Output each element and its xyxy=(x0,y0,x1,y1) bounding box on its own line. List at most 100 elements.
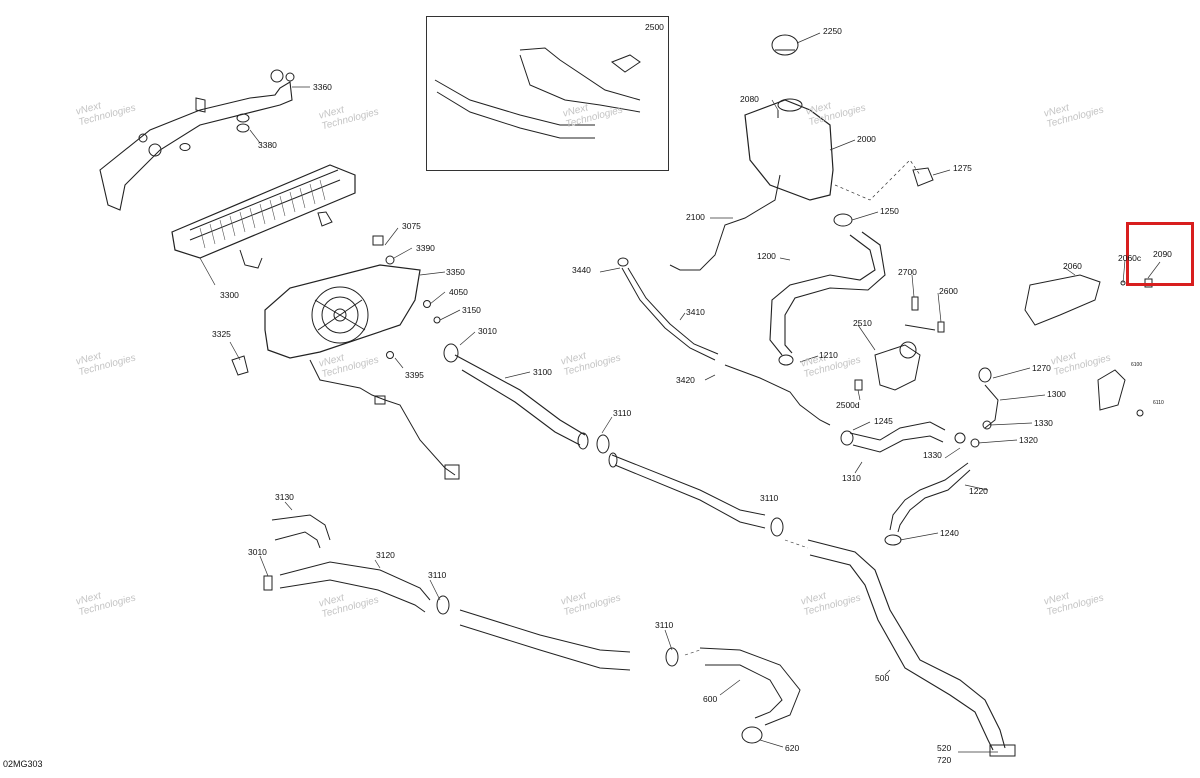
callout-6110: 6110 xyxy=(1153,400,1164,406)
tube-3420 xyxy=(724,364,831,426)
inset-label: 2500 xyxy=(645,22,664,32)
callout-3300: 3300 xyxy=(220,290,239,300)
callout-2510: 2510 xyxy=(853,318,872,328)
callout-2000: 2000 xyxy=(857,134,876,144)
hose-3100 xyxy=(443,343,589,450)
callout-2060: 2060 xyxy=(1063,261,1082,271)
hose-3120 xyxy=(279,561,431,613)
fan-assembly-3350 xyxy=(264,264,421,359)
callout-2100: 2100 xyxy=(686,212,705,222)
callout-3010: 3010 xyxy=(248,547,267,557)
dashed-assembly-lines xyxy=(684,539,809,656)
radiator-3300 xyxy=(171,164,356,269)
callout-3420: 3420 xyxy=(676,375,695,385)
clamp-1210 xyxy=(778,354,794,366)
callout-1330: 1330 xyxy=(1034,418,1053,428)
fitting-3440 xyxy=(617,257,629,267)
thermostat-housing xyxy=(874,324,936,391)
sensor-3325 xyxy=(231,355,249,376)
callout-3350: 3350 xyxy=(446,267,465,277)
callout-2500d: 2500d xyxy=(836,400,860,410)
clamp-1320 xyxy=(970,438,980,448)
clip-1275 xyxy=(912,167,934,187)
fitting-3010-b xyxy=(263,575,273,591)
clamp-3110-c xyxy=(436,595,450,615)
callout-1210: 1210 xyxy=(819,350,838,360)
bracket-2060 xyxy=(1024,274,1101,326)
washer-4050 xyxy=(423,300,431,308)
detail-inset: 2500 xyxy=(426,16,669,171)
hose-1220 xyxy=(889,462,971,533)
callout-620: 620 xyxy=(785,743,800,753)
reservoir-2000 xyxy=(744,98,834,201)
clamp-3110-b xyxy=(770,517,784,537)
hose-2100 xyxy=(669,174,781,271)
inset-hoses xyxy=(434,47,641,139)
callout-1240: 1240 xyxy=(940,528,959,538)
callout-2060c: 2060c xyxy=(1118,253,1142,263)
hose-3410 xyxy=(621,267,719,361)
callout-3130: 3130 xyxy=(275,492,294,502)
bolt-2500d xyxy=(854,379,863,391)
callout-3110: 3110 xyxy=(613,408,632,418)
nut-3395 xyxy=(386,351,394,359)
callout-1200: 1200 xyxy=(757,251,776,261)
callout-2080: 2080 xyxy=(740,94,759,104)
clamp-3110-d xyxy=(665,647,679,667)
callout-3440: 3440 xyxy=(572,265,591,275)
callout-2600: 2600 xyxy=(939,286,958,296)
callout-600: 600 xyxy=(703,694,718,704)
clamp-1270 xyxy=(978,367,992,383)
callout-3395: 3395 xyxy=(405,370,424,380)
cap-2250 xyxy=(771,34,799,56)
callout-1300: 1300 xyxy=(1047,389,1066,399)
callout-2090: 2090 xyxy=(1153,249,1172,259)
clamp-1330-b xyxy=(982,420,992,430)
hose-1300 xyxy=(984,384,999,429)
callout-3110: 3110 xyxy=(760,493,779,503)
callout-3360: 3360 xyxy=(313,82,332,92)
callout-500: 500 xyxy=(875,673,890,683)
callout-520: 520 xyxy=(937,743,952,753)
clamp-620 xyxy=(741,726,763,744)
callout-3110: 3110 xyxy=(428,570,447,580)
callout-6100: 6100 xyxy=(1131,362,1143,368)
callout-3120: 3120 xyxy=(376,550,395,560)
bolt-6110 xyxy=(1136,409,1144,417)
callout-1310: 1310 xyxy=(842,473,861,483)
callout-3010: 3010 xyxy=(478,326,497,336)
callout-3410: 3410 xyxy=(686,307,705,317)
callout-3110: 3110 xyxy=(655,620,674,630)
hose-1310 xyxy=(849,421,946,453)
nut-3390 xyxy=(385,255,395,265)
hose-lower-mid xyxy=(459,609,631,671)
hose-1200 xyxy=(769,231,886,356)
clip-3075 xyxy=(372,235,384,246)
callout-3075: 3075 xyxy=(402,221,421,231)
callout-720: 720 xyxy=(937,755,952,765)
bolt-2700 xyxy=(911,296,919,311)
callout-3325: 3325 xyxy=(212,329,231,339)
clamp-1250 xyxy=(833,213,853,227)
clamp-1240 xyxy=(884,534,902,546)
radiator-bracket xyxy=(99,69,295,211)
callout-1320: 1320 xyxy=(1019,435,1038,445)
callout-3150: 3150 xyxy=(462,305,481,315)
hose-600 xyxy=(699,647,801,726)
bracket-6100 xyxy=(1097,369,1126,411)
callout-3100: 3100 xyxy=(533,367,552,377)
callout-1220: 1220 xyxy=(969,486,988,496)
callout-1270: 1270 xyxy=(1032,363,1051,373)
callout-1330: 1330 xyxy=(923,450,942,460)
bolt-3150 xyxy=(433,316,441,324)
bolt-2600 xyxy=(937,321,945,333)
hose-500 xyxy=(807,539,1016,757)
callout-2700: 2700 xyxy=(898,267,917,277)
highlight-box xyxy=(1126,222,1194,286)
callout-1245: 1245 xyxy=(874,416,893,426)
hose-center xyxy=(608,452,766,529)
callout-2250: 2250 xyxy=(823,26,842,36)
grommet-3380 xyxy=(179,113,250,151)
callout-3390: 3390 xyxy=(416,243,435,253)
